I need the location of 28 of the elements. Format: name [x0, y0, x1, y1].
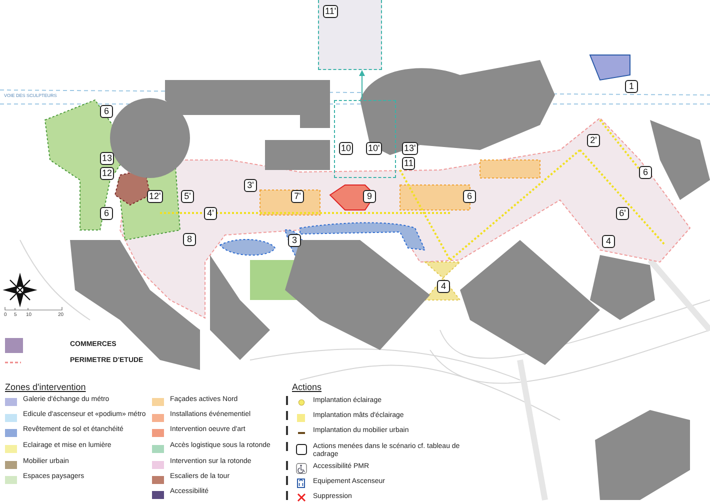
callout-number: 6	[463, 190, 476, 203]
callout-number: 11	[402, 157, 416, 170]
inset-frame	[318, 0, 382, 70]
callout-number: 5'	[181, 190, 194, 203]
callout-number: 9	[363, 190, 376, 203]
arrow	[359, 70, 365, 100]
callout-number: 13	[100, 152, 114, 165]
callout-number: 10'	[366, 142, 382, 155]
callout-number: 10	[339, 142, 354, 155]
callout-number: 4'	[204, 207, 217, 220]
callout-number: 6	[639, 166, 652, 179]
callout-number: 6'	[616, 207, 629, 220]
legend-heading: Actions	[292, 382, 322, 392]
callout-number: 3	[288, 234, 301, 247]
callout-number: 12'	[147, 190, 163, 203]
callout-number: 11'	[323, 5, 338, 18]
callout-number: 4	[602, 235, 615, 248]
legend-heading: Zones d'intervention	[5, 382, 86, 392]
callout-number: 13'	[402, 142, 418, 155]
callout-number: 6	[100, 207, 113, 220]
callout-number: 4	[437, 280, 450, 293]
callout-number: 1	[625, 80, 638, 93]
callout-number: 2'	[587, 134, 600, 147]
callout-number: 6	[100, 105, 113, 118]
callout-number: 7'	[291, 190, 304, 203]
callout-number: 12	[100, 167, 114, 180]
callout-number: 3'	[244, 179, 257, 192]
callout-number: 8	[183, 233, 196, 246]
